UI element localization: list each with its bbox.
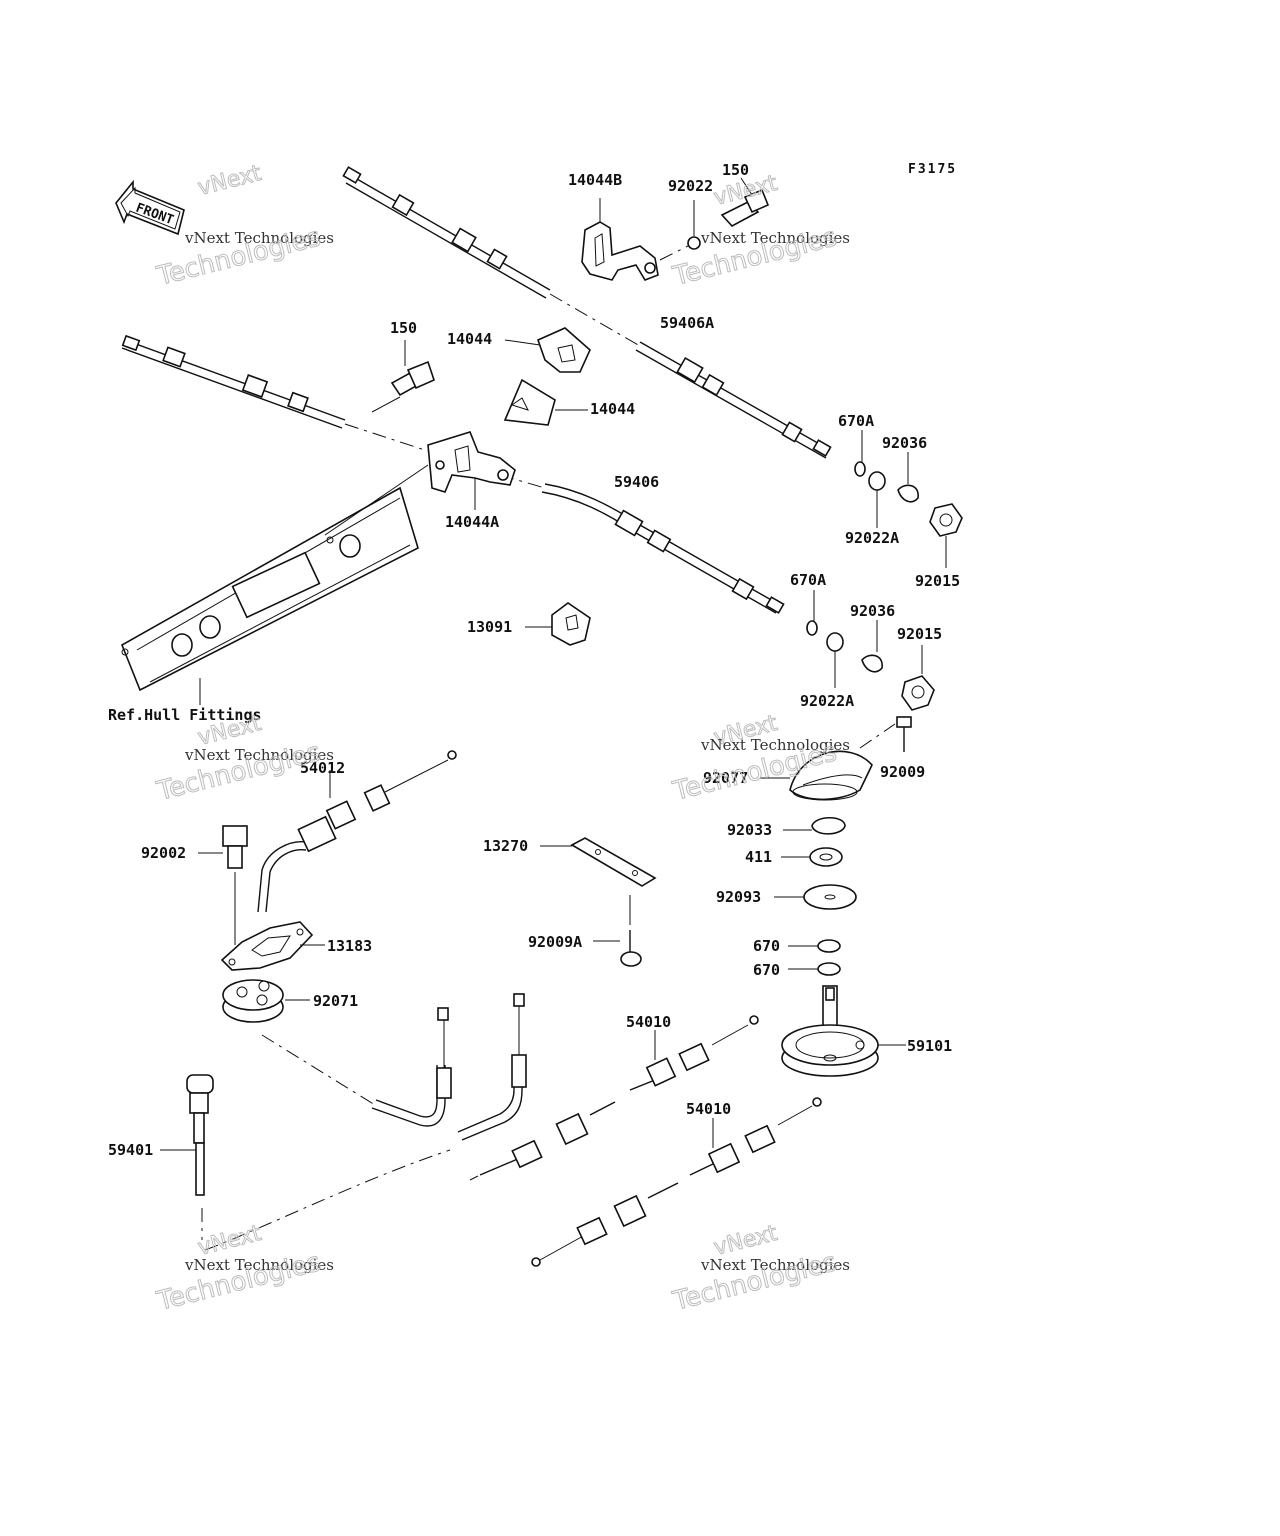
grommet-92071: [222, 979, 284, 1023]
bolt-150-top: [720, 188, 770, 228]
part-label-92015-upper: 92015: [915, 572, 960, 590]
watermark-5: vNext vNext Technologies Technologies: [153, 1220, 334, 1317]
svg-text:vNext Technologies: vNext Technologies: [700, 1256, 850, 1274]
hull-fittings-panel: [120, 486, 419, 692]
pulley-59101: [781, 985, 879, 1077]
part-label-59406a: 59406A: [660, 314, 714, 332]
part-label-54012: 54012: [300, 759, 345, 777]
part-label-92071: 92071: [313, 992, 358, 1010]
part-label-13270: 13270: [483, 837, 528, 855]
part-label-670a-upper: 670A: [838, 412, 874, 430]
svg-text:vNext: vNext: [195, 1221, 264, 1261]
part-label-14044b: 14044B: [568, 171, 622, 189]
washer-92022a-upper: [868, 471, 886, 491]
screw-92009a: [620, 895, 642, 967]
nut-92015-upper: [929, 503, 963, 537]
part-label-92002: 92002: [141, 844, 186, 862]
clamp-14044-lower: [503, 378, 556, 426]
part-label-92022a-upper: 92022A: [845, 529, 899, 547]
part-label-59406: 59406: [614, 473, 659, 491]
washer-411: [809, 847, 843, 867]
part-label-14044a: 14044A: [445, 513, 499, 531]
svg-text:vNext Technologies: vNext Technologies: [184, 1256, 334, 1274]
part-label-670a-lower: 670A: [790, 571, 826, 589]
block-13091: [551, 602, 591, 646]
part-label-13183: 13183: [327, 937, 372, 955]
clip-92036-lower: [861, 654, 883, 673]
oring-670-a: [817, 939, 841, 953]
washer-92093: [803, 884, 857, 910]
cable-59406a: [342, 166, 832, 459]
bolt-150-mid: [390, 360, 435, 397]
part-label-92009: 92009: [880, 763, 925, 781]
part-label-411: 411: [745, 848, 772, 866]
cable-bent-a: [371, 1007, 452, 1127]
part-label-150-top: 150: [722, 161, 749, 179]
part-label-92036-upper: 92036: [882, 434, 927, 452]
bracket-14044a: [427, 431, 516, 493]
cable-54010-a: [469, 1015, 759, 1181]
cable-54012: [257, 750, 457, 913]
part-label-14044-upper: 14044: [447, 330, 492, 348]
part-label-54010-b: 54010: [686, 1100, 731, 1118]
svg-text:vNext: vNext: [711, 1221, 780, 1261]
nut-92015-lower: [901, 675, 935, 711]
part-label-54010-a: 54010: [626, 1013, 671, 1031]
part-label-92009a: 92009A: [528, 933, 582, 951]
part-label-150-mid: 150: [390, 319, 417, 337]
svg-text:vNext Technologies: vNext Technologies: [700, 736, 850, 754]
washer-92022a-lower: [826, 632, 844, 652]
part-label-92015-lower: 92015: [897, 625, 942, 643]
screw-92009: [896, 716, 912, 752]
part-label-92093: 92093: [716, 888, 761, 906]
knob-59401: [186, 1074, 214, 1196]
part-label-59101: 59101: [907, 1037, 952, 1055]
watermark-3: vNext vNext Technologies Technologies: [153, 710, 334, 807]
watermark-6: vNext vNext Technologies Technologies: [669, 1220, 850, 1317]
part-label-59401: 59401: [108, 1141, 153, 1159]
svg-text:vNext: vNext: [195, 161, 264, 201]
part-label-14044-lower: 14044: [590, 400, 635, 418]
part-label-670-a: 670: [753, 937, 780, 955]
part-label-92022: 92022: [668, 177, 713, 195]
gasket-13183: [220, 921, 314, 971]
plate-13270: [570, 837, 657, 887]
reference-note: Ref.Hull Fittings: [108, 706, 262, 724]
part-label-92033: 92033: [727, 821, 772, 839]
oring-670-b: [817, 962, 841, 976]
part-label-13091: 13091: [467, 618, 512, 636]
oring-670a-lower: [806, 620, 818, 636]
washer-92022: [687, 236, 701, 250]
svg-text:vNext Technologies: vNext Technologies: [700, 229, 850, 247]
svg-text:vNext Technologies: vNext Technologies: [184, 746, 334, 764]
clip-92036-upper: [897, 484, 919, 503]
cable-54010-b: [531, 1097, 822, 1267]
cover-92077: [789, 750, 873, 801]
clamp-14044-upper: [537, 327, 591, 373]
eclip-92033: [811, 816, 846, 835]
part-label-670-b: 670: [753, 961, 780, 979]
svg-text:vNext Technologies: vNext Technologies: [184, 229, 334, 247]
front-arrow-icon: FRONT: [115, 179, 185, 236]
part-label-92036-lower: 92036: [850, 602, 895, 620]
bracket-14044b: [581, 221, 659, 281]
part-label-92022a-lower: 92022A: [800, 692, 854, 710]
cable-bent-b: [457, 993, 527, 1141]
part-label-92077: 92077: [703, 769, 748, 787]
figure-code: F3175: [908, 162, 957, 177]
cable-59406: [121, 334, 785, 614]
bolt-92002: [222, 825, 248, 869]
oring-670a-upper: [854, 461, 866, 477]
